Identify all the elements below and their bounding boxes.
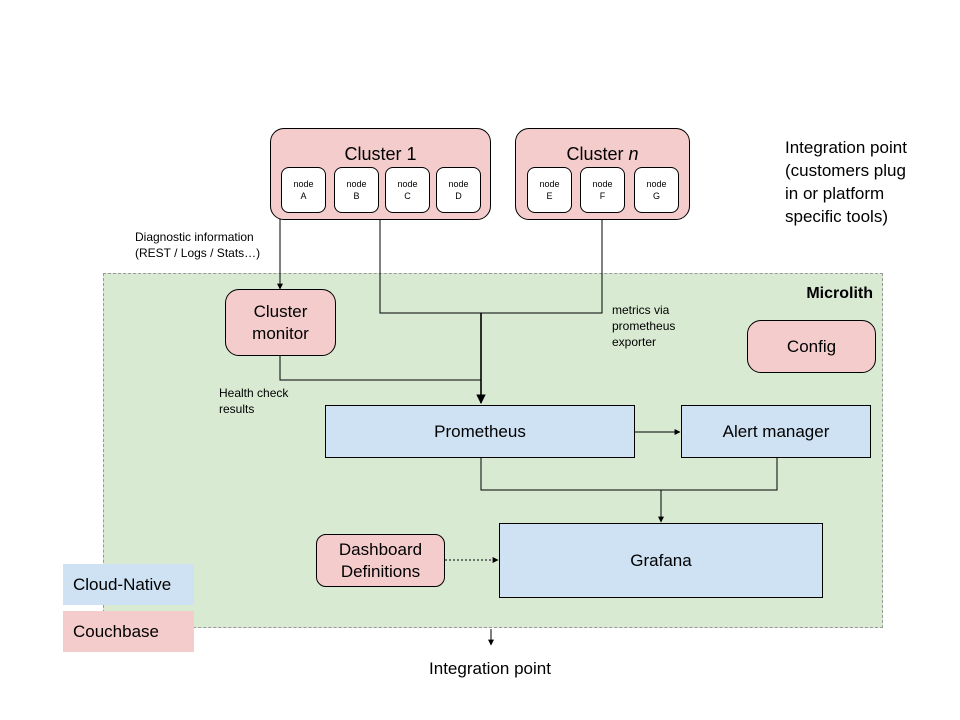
- microlith-label: Microlith: [806, 285, 873, 302]
- node-d-id: D: [455, 191, 462, 201]
- grafana-box: Grafana: [499, 523, 823, 598]
- wire-prometheus-grafana: [480, 458, 661, 491]
- metrics-line-2: prometheus: [612, 319, 676, 333]
- node-g-id: G: [652, 191, 660, 201]
- cluster-n-title-italic: n: [628, 144, 639, 164]
- node-e-id: E: [546, 191, 553, 201]
- node-e-label: node: [539, 179, 560, 189]
- node-d-label: node: [448, 179, 469, 189]
- diagnostic-line-1: Diagnostic information: [135, 230, 254, 244]
- node-d: node D: [436, 167, 481, 213]
- node-b-label: node: [346, 179, 367, 189]
- node-c: node C: [385, 167, 430, 213]
- grafana-label: Grafana: [630, 550, 692, 570]
- node-e: node E: [527, 167, 572, 213]
- cluster-1-title: Cluster 1: [344, 144, 417, 164]
- cluster-monitor-box: Cluster monitor: [225, 289, 336, 356]
- wire-cluster1-metrics: [379, 219, 481, 314]
- metrics-line-3: exporter: [612, 335, 657, 349]
- prometheus-box: Prometheus: [325, 405, 635, 458]
- node-a: node A: [281, 167, 326, 213]
- config-box: Config: [747, 320, 876, 373]
- diagnostic-line-2: (REST / Logs / Stats…): [135, 246, 261, 260]
- node-a-id: A: [300, 191, 307, 201]
- node-c-id: C: [404, 191, 411, 201]
- node-g-label: node: [646, 179, 667, 189]
- integration-top-line-4: specific tools): [785, 207, 888, 226]
- node-b: node B: [334, 167, 379, 213]
- cluster-n-title-text: Cluster: [566, 144, 624, 164]
- dashboard-definitions-box: Dashboard Definitions: [316, 534, 445, 587]
- node-f: node F: [580, 167, 625, 213]
- health-line-1: Health check: [219, 386, 289, 400]
- node-f-id: F: [599, 191, 606, 201]
- wire-clustern-metrics: [481, 219, 603, 314]
- integration-top-line-3: in or platform: [785, 184, 885, 203]
- cluster-monitor-line-1: Cluster: [253, 301, 308, 321]
- integration-top-line-1: Integration point: [785, 138, 907, 157]
- alert-manager-box: Alert manager: [681, 405, 871, 458]
- legend-couchbase: Couchbase: [63, 611, 194, 652]
- health-check-label: Health check results: [219, 385, 329, 417]
- cluster-n-title: Cluster n: [516, 144, 689, 165]
- integration-point-bottom: Integration point: [429, 659, 551, 678]
- metrics-line-1: metrics via: [612, 303, 670, 317]
- diagnostic-info-label: Diagnostic information (REST / Logs / St…: [135, 229, 295, 261]
- dashboard-line-2: Definitions: [340, 561, 421, 581]
- config-label: Config: [786, 336, 837, 356]
- cluster-n-box: Cluster n node E node F node G: [515, 128, 690, 220]
- node-b-id: B: [353, 191, 360, 201]
- legend-couchbase-label: Couchbase: [73, 621, 160, 641]
- wire-alert-grafana: [661, 458, 778, 491]
- cluster-monitor-line-2: monitor: [252, 323, 309, 343]
- cluster-1-box: Cluster 1 node A node B node C node D: [270, 128, 491, 220]
- integration-top-line-2: (customers plug: [785, 161, 906, 180]
- node-c-label: node: [397, 179, 418, 189]
- alert-manager-label: Alert manager: [722, 421, 830, 441]
- health-line-2: results: [219, 402, 255, 416]
- metrics-label: metrics via prometheus exporter: [612, 302, 722, 350]
- prometheus-label: Prometheus: [434, 421, 526, 441]
- integration-point-top: Integration point (customers plug in or …: [785, 136, 955, 228]
- dashboard-line-1: Dashboard: [338, 539, 423, 559]
- node-a-label: node: [293, 179, 314, 189]
- legend-cloud-native: Cloud-Native: [63, 564, 194, 605]
- legend-cloud-native-label: Cloud-Native: [73, 574, 172, 594]
- node-f-label: node: [592, 179, 613, 189]
- node-g: node G: [634, 167, 679, 213]
- wire-health-check: [279, 356, 481, 381]
